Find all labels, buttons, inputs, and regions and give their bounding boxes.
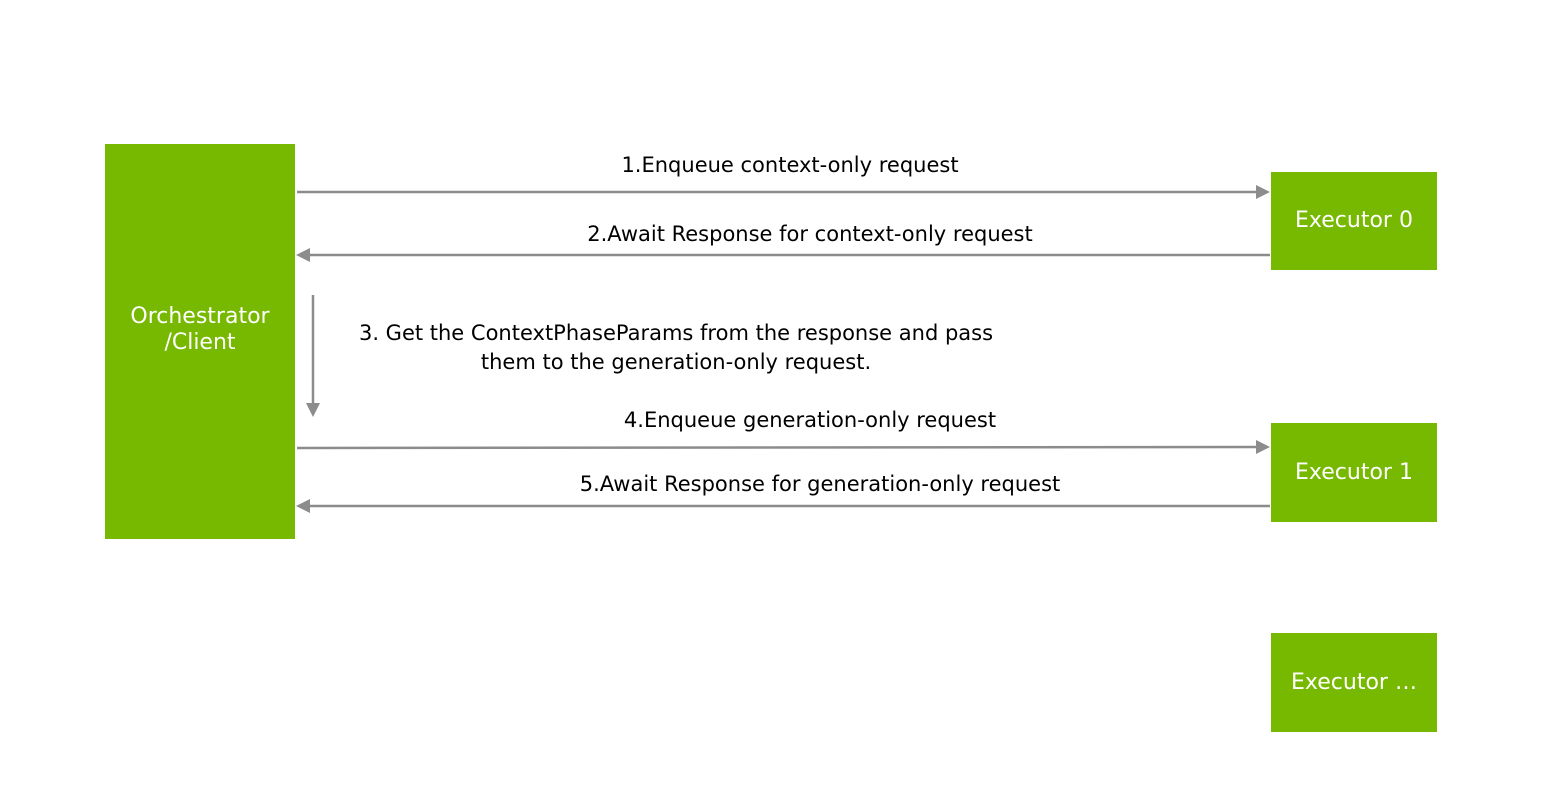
- step3-label-line2: them to the generation-only request.: [480, 350, 872, 374]
- arrow-step4: [296, 445, 1259, 450]
- executor-more-label: Executor …: [1291, 669, 1417, 695]
- arrowhead-step5: [296, 499, 310, 513]
- step3-label-line1: 3. Get the ContextPhaseParams from the r…: [358, 321, 994, 345]
- arrowhead-step2: [296, 248, 310, 262]
- step1-label: 1.Enqueue context-only request: [621, 153, 959, 177]
- step5-label: 5.Await Response for generation-only req…: [579, 472, 1061, 496]
- orchestrator-label-line2: /Client: [164, 329, 236, 355]
- step2-label: 2.Await Response for context-only reques…: [587, 222, 1033, 246]
- executor-0-label: Executor 0: [1295, 208, 1413, 233]
- arrowhead-step4: [1256, 440, 1270, 454]
- executor-1-node: Executor 1: [1271, 423, 1437, 522]
- orchestrator-label-line1: Orchestrator: [130, 303, 270, 329]
- step4-label: 4.Enqueue generation-only request: [623, 408, 997, 432]
- executor-more-node: Executor …: [1271, 633, 1437, 732]
- orchestrator-client-node: Orchestrator /Client: [105, 144, 295, 539]
- arrowhead-step1: [1256, 185, 1270, 199]
- arrowhead-step3: [306, 403, 320, 417]
- executor-1-label: Executor 1: [1295, 459, 1413, 485]
- executor-0-node: Executor 0: [1271, 172, 1437, 270]
- orchestrator-label: Orchestrator /Client: [130, 304, 269, 356]
